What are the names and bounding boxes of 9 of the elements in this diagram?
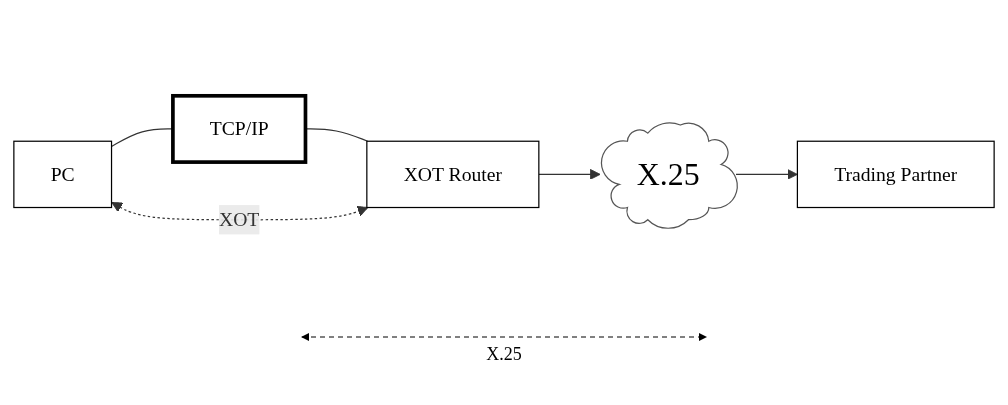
node-box: Trading Partner: [796, 140, 995, 208]
arrow: [538, 168, 601, 180]
arrow: [111, 201, 369, 221]
edge-label: XOT: [219, 208, 260, 230]
arrow: [735, 168, 798, 180]
node-box: PC: [13, 140, 113, 208]
node-box: XOT Router: [366, 140, 540, 208]
span-label: X.25: [486, 344, 522, 365]
node-box: TCP/IP: [171, 93, 308, 164]
